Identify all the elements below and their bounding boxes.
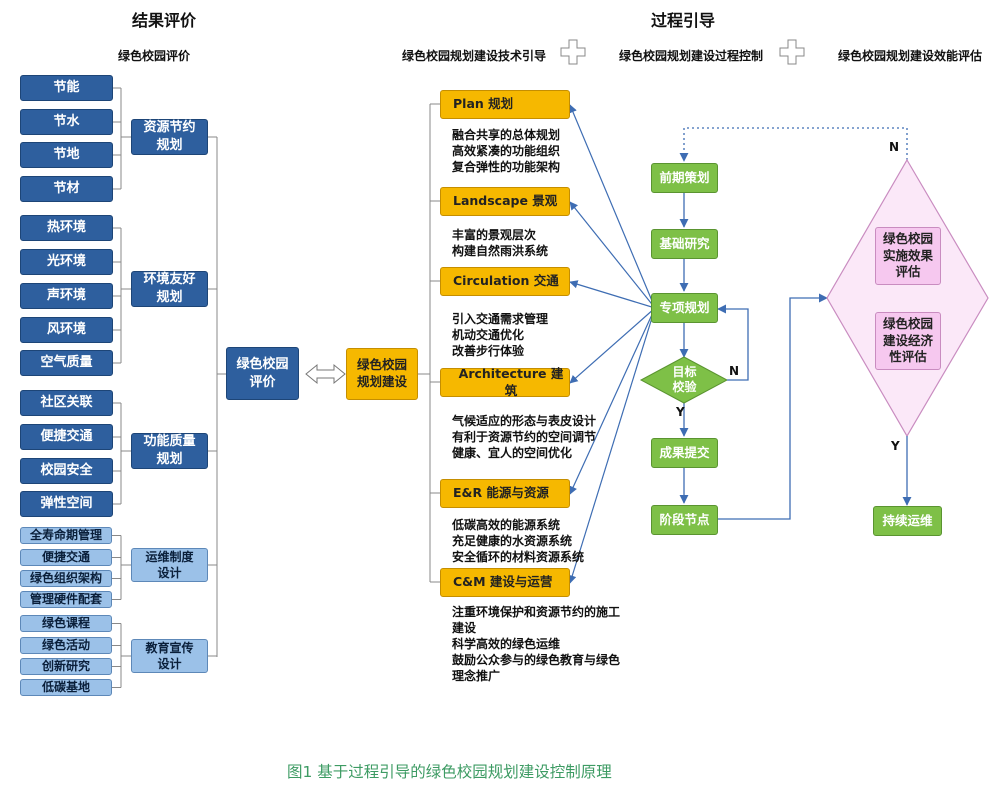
guide-description-line: 低碳高效的能源系统 (452, 518, 561, 532)
eval-item: 绿色活动 (20, 637, 112, 654)
implementation-effect-evaluation: 绿色校园 实施效果 评估 (875, 227, 941, 285)
eval-group: 资源节约 规划 (131, 119, 208, 155)
eval-group: 环境友好 规划 (131, 271, 208, 307)
guide-description-line: 科学高效的绿色运维 (452, 637, 561, 651)
eval-item: 绿色组织架构 (20, 570, 112, 587)
eval-item: 空气质量 (20, 350, 113, 376)
figure-caption: 图1 基于过程引导的绿色校园规划建设控制原理 (287, 763, 612, 781)
eval-item: 校园安全 (20, 458, 113, 484)
eval-item: 管理硬件配套 (20, 591, 112, 608)
eval-item: 声环境 (20, 283, 113, 309)
guide-tech-label: 绿色校园规划建设技术引导 (402, 49, 547, 63)
guide-description-line: 注重环境保护和资源节约的施工 (452, 605, 621, 619)
step-special-planning: 专项规划 (651, 293, 718, 323)
guide-process-label: 绿色校园规划建设过程控制 (619, 49, 764, 63)
right-title: 过程引导 (651, 11, 716, 30)
guide-description-line: 引入交通需求管理 (452, 312, 549, 326)
green-campus-build-box: 绿色校园 规划建设 (346, 348, 418, 400)
eval-item: 热环境 (20, 215, 113, 241)
fan-arrow (569, 104, 656, 309)
guide-description-line: 气候适应的形态与表皮设计 (452, 414, 597, 428)
guide-description-line: 融合共享的总体规划 (452, 128, 561, 142)
eval-item: 全寿命期管理 (20, 527, 112, 544)
eval-group: 教育宣传 设计 (131, 639, 208, 673)
guide-description-line: 构建自然雨洪系统 (452, 244, 549, 258)
fan-arrow (569, 201, 656, 309)
continuous-operation-box: 持续运维 (873, 506, 942, 536)
guide-description: 气候适应的形态与表皮设计有利于资源节约的空间调节健康、宜人的空间优化 (452, 413, 596, 461)
eval-item: 节材 (20, 176, 113, 202)
guide-description: 低碳高效的能源系统充足健康的水资源系统安全循环的材料资源系统 (452, 517, 584, 565)
guide-description-line: 机动交通优化 (452, 328, 525, 342)
guide-box: C&M 建设与运营 (440, 568, 570, 597)
decision-no-label: N (729, 364, 740, 378)
eval-group: 功能质量 规划 (131, 433, 208, 469)
guide-description-line: 理念推广 (452, 669, 501, 683)
guide-description-line: 建设 (452, 621, 477, 635)
double-arrow-icon (305, 363, 346, 385)
eval-item: 低碳基地 (20, 679, 112, 696)
flow-arrow (718, 293, 828, 520)
left-subtitle: 绿色校园评价 (118, 49, 191, 63)
guide-box: Architecture 建筑 (440, 366, 570, 398)
guide-description-line: 健康、宜人的空间优化 (452, 446, 573, 460)
feedback-dotted-arrow (679, 127, 908, 162)
guide-box: Plan 规划 (440, 90, 570, 119)
eval-item: 便捷交通 (20, 549, 112, 566)
guide-description-line: 改善步行体验 (452, 344, 525, 358)
eval-item: 节能 (20, 75, 113, 101)
guide-description-line: 充足健康的水资源系统 (452, 534, 573, 548)
economic-evaluation: 绿色校园 建设经济 性评估 (875, 312, 941, 370)
evaluation-yes-label: Y (891, 439, 900, 453)
guide-description-line: 复合弹性的功能架构 (452, 160, 561, 174)
guide-box: E&R 能源与资源 (440, 479, 570, 508)
guide-box: Landscape 景观 (440, 187, 570, 216)
decision-yes-label: Y (676, 405, 685, 419)
decision-diamond (639, 356, 729, 404)
evaluation-no-label: N (889, 140, 900, 154)
eval-item: 绿色课程 (20, 615, 112, 632)
eval-item: 社区关联 (20, 390, 113, 416)
eval-item: 风环境 (20, 317, 113, 343)
guide-description: 引入交通需求管理机动交通优化改善步行体验 (452, 311, 548, 359)
fan-arrow (569, 280, 656, 309)
guide-description-line: 安全循环的材料资源系统 (452, 550, 585, 564)
step-milestone: 阶段节点 (651, 505, 718, 535)
guide-description-line: 鼓励公众参与的绿色教育与绿色 (452, 653, 621, 667)
plus-icon (779, 39, 805, 65)
guide-description: 融合共享的总体规划高效紧凑的功能组织复合弹性的功能架构 (452, 127, 560, 175)
eval-item: 光环境 (20, 249, 113, 275)
eval-item: 便捷交通 (20, 424, 113, 450)
guide-box: Circulation 交通 (440, 267, 570, 296)
guide-description: 注重环境保护和资源节约的施工建设科学高效的绿色运维鼓励公众参与的绿色教育与绿色理… (452, 604, 620, 684)
guide-description-line: 有利于资源节约的空间调节 (452, 430, 597, 444)
guide-description-line: 丰富的景观层次 (452, 228, 537, 242)
loop-arrow (717, 304, 749, 381)
left-title: 结果评价 (132, 11, 197, 30)
green-campus-evaluation-box: 绿色校园 评价 (226, 347, 299, 400)
step-submission: 成果提交 (651, 438, 718, 468)
decision-label: 目标 校验 (672, 365, 697, 394)
eval-item: 创新研究 (20, 658, 112, 675)
eval-item: 节水 (20, 109, 113, 135)
guide-efficiency-label: 绿色校园规划建设效能评估 (838, 49, 983, 63)
guide-description-line: 高效紧凑的功能组织 (452, 144, 561, 158)
evaluation-diamond (826, 158, 989, 438)
step-early-planning: 前期策划 (651, 163, 718, 193)
fan-arrow (569, 307, 656, 384)
fan-arrow (568, 307, 656, 584)
plus-icon (560, 39, 586, 65)
eval-item: 弹性空间 (20, 491, 113, 517)
guide-description: 丰富的景观层次构建自然雨洪系统 (452, 227, 548, 259)
eval-item: 节地 (20, 142, 113, 168)
step-basic-research: 基础研究 (651, 229, 718, 259)
eval-group: 运维制度 设计 (131, 548, 208, 582)
fan-arrow (569, 307, 656, 495)
